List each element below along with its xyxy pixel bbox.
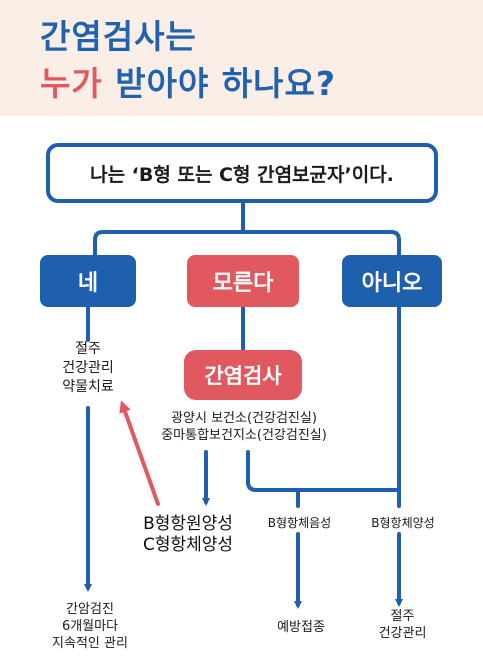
connector-bus [93, 230, 401, 257]
option-yes-box: 네 [40, 255, 136, 307]
carrier-result-line: C형항체양성 [142, 535, 234, 555]
care-line: 절주 [390, 609, 415, 624]
carrier-result: B형항원양성 C형항체양성 [122, 514, 254, 556]
test-place-item: 광양시 보건소(건강검진실) [171, 411, 317, 426]
yes-actions: 절주 건강관리 약물치료 [40, 340, 136, 397]
connector-carrier-to-yes [119, 400, 160, 506]
vaccination-outcome: 예방접종 [277, 620, 325, 635]
option-no-box: 아니오 [342, 255, 442, 307]
title-accent: 누가 [40, 64, 103, 103]
followup-line: 지속적인 관리 [52, 636, 128, 651]
carrier-result-line: B형항원양성 [143, 514, 233, 534]
followup-line: 간암검진 [66, 602, 114, 617]
connector-test-branch [246, 450, 401, 492]
test-place-item: 중마통합보건지소(건강검진실) [161, 428, 327, 443]
title-rest: 받아야 하나요? [115, 64, 337, 103]
yes-action-item: 약물치료 [62, 379, 114, 395]
title-line-1: 간염검사는 [40, 17, 197, 56]
b-antibody-positive-label: B형항체양성 [371, 516, 435, 530]
title-line-2: 누가 받아야 하나요? [40, 57, 336, 105]
hepatitis-test-box: 간염검사 [184, 350, 302, 400]
followup-line: 6개월마다 [61, 619, 119, 634]
care-outcome: 절주 건강관리 [355, 608, 450, 642]
followup-outcome: 간암검진 6개월마다 지속적인 관리 [30, 601, 150, 652]
option-unknown-box: 모른다 [187, 255, 299, 307]
header-banner: 간염검사는 누가 받아야 하나요? [0, 0, 483, 116]
yes-action-item: 건강관리 [62, 360, 114, 376]
main-question-box: 나는 ‘B형 또는 C형 간염보균자’이다. [46, 143, 438, 203]
b-antibody-negative-label: B형항체음성 [267, 516, 332, 530]
test-places: 광양시 보건소(건강검진실) 중마통합보건지소(건강검진실) [138, 410, 350, 444]
yes-action-item: 절주 [75, 341, 101, 357]
care-line: 건강관리 [378, 626, 427, 641]
